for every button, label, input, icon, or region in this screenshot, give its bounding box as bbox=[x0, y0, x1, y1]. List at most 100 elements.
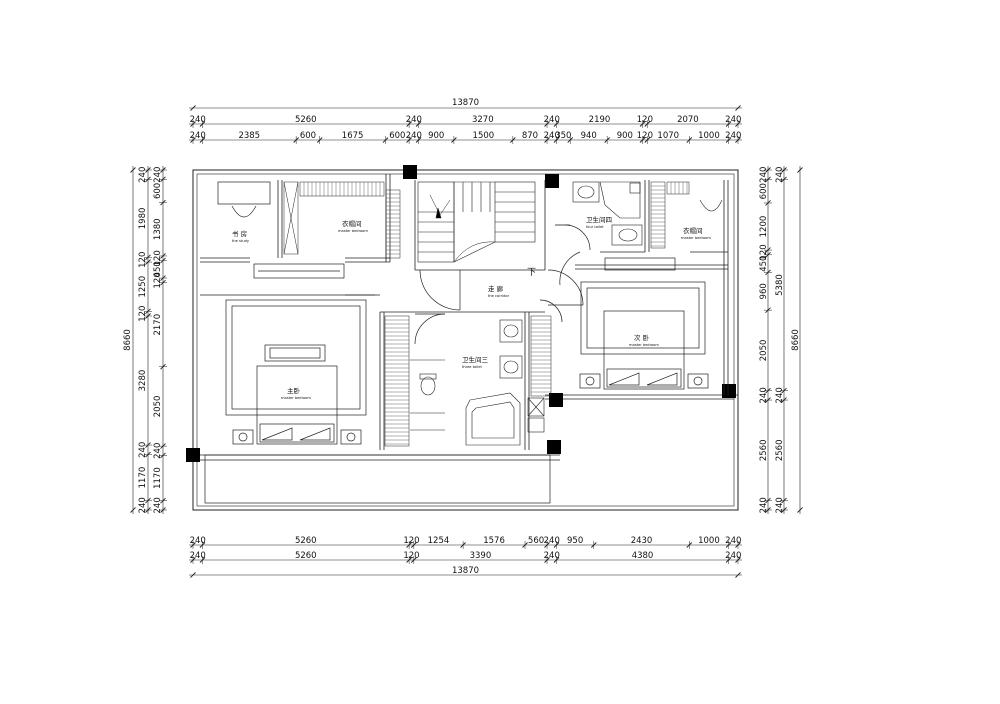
dimension-label: 240 bbox=[406, 115, 422, 125]
toilet-three-label: 卫生间三 bbox=[462, 355, 489, 364]
dimension-label: 120 bbox=[759, 244, 769, 260]
column bbox=[547, 440, 561, 454]
dimension-label: 560 bbox=[528, 536, 544, 546]
nightstand bbox=[687, 373, 709, 389]
dimension-label: 1500 bbox=[473, 131, 495, 141]
toilet-three-sublabel: three toilet bbox=[462, 365, 482, 369]
dimension-label: 240 bbox=[190, 536, 206, 546]
wardrobe bbox=[299, 181, 385, 197]
dimension-label: 1250 bbox=[138, 276, 148, 298]
master-bedroom-label: 主卧 bbox=[287, 386, 301, 395]
stair-down-label: 下 bbox=[527, 268, 536, 278]
dimension-label: 240 bbox=[190, 131, 206, 141]
bathroom-fixtures bbox=[410, 181, 723, 446]
tv-unit bbox=[253, 263, 345, 279]
dimension-label: 450 bbox=[759, 256, 769, 272]
dimension-label: 2170 bbox=[153, 314, 163, 336]
dimension-label: 2190 bbox=[589, 115, 611, 125]
dimension-label: 870 bbox=[522, 131, 538, 141]
study-label: 书 房 bbox=[232, 229, 247, 238]
toilet-four-label: 卫生间四 bbox=[586, 215, 612, 224]
bathtub bbox=[465, 392, 521, 446]
corridor-label: 走 廊 bbox=[488, 284, 504, 293]
dimension-label: 240 bbox=[544, 551, 560, 561]
dimension-label: 5380 bbox=[775, 274, 785, 296]
dimension-label: 240 bbox=[544, 115, 560, 125]
corridor-sublabel: the corridor bbox=[488, 294, 510, 298]
master-rug bbox=[225, 299, 367, 416]
interior-walls bbox=[200, 174, 729, 450]
wardrobe bbox=[385, 189, 401, 259]
dimension-label: 240 bbox=[190, 551, 206, 561]
dimension-label: 1200 bbox=[759, 216, 769, 238]
dim-tick bbox=[735, 105, 741, 111]
dimension-label: 1070 bbox=[657, 131, 679, 141]
dimension-label: 600 bbox=[759, 183, 769, 199]
dimension-total: 8660 bbox=[791, 329, 801, 351]
dimension-label: 240 bbox=[725, 115, 741, 125]
cloakroom-two-sublabel: master bedroom bbox=[681, 236, 711, 240]
dimension-label: 2430 bbox=[631, 536, 653, 546]
dimension-label: 240 bbox=[759, 497, 769, 513]
wardrobe bbox=[666, 181, 690, 195]
dimension-label: 2385 bbox=[238, 131, 260, 141]
dimension-label: 950 bbox=[567, 536, 583, 546]
dimension-label: 5260 bbox=[295, 536, 317, 546]
dimension-label: 240 bbox=[725, 551, 741, 561]
dimension-label: 1380 bbox=[153, 218, 163, 240]
wardrobe bbox=[650, 181, 666, 249]
dimension-total: 13870 bbox=[452, 566, 479, 576]
dimension-label: 450 bbox=[153, 261, 163, 277]
sink bbox=[499, 355, 523, 379]
dimension-label: 1576 bbox=[483, 536, 505, 546]
dimension-label: 600 bbox=[300, 131, 316, 141]
dimension-label: 2560 bbox=[775, 440, 785, 462]
dimension-label: 3390 bbox=[470, 551, 492, 561]
nightstand bbox=[232, 429, 254, 445]
toilet bbox=[618, 228, 638, 242]
sink bbox=[499, 319, 523, 343]
dimension-label: 240 bbox=[138, 442, 148, 458]
dim-tick bbox=[130, 167, 136, 173]
chair bbox=[231, 205, 257, 218]
dimension-label: 240 bbox=[775, 387, 785, 403]
dim-tick bbox=[797, 167, 803, 173]
study-sublabel: the study bbox=[232, 239, 250, 243]
dimension-label: 120 bbox=[153, 272, 163, 288]
dimension-label: 240 bbox=[725, 131, 741, 141]
column bbox=[545, 174, 559, 188]
dimension-label: 350 bbox=[555, 131, 571, 141]
dim-tick bbox=[797, 507, 803, 513]
dimension-label: 240 bbox=[153, 443, 163, 459]
master-bedroom-sublabel: master bedroom bbox=[281, 396, 311, 400]
dimension-label: 960 bbox=[759, 283, 769, 299]
dimension-label: 1170 bbox=[138, 467, 148, 489]
dim-tick bbox=[190, 105, 196, 111]
dimension-label: 1000 bbox=[698, 131, 720, 141]
second-bed bbox=[603, 310, 685, 390]
dimension-label: 4380 bbox=[632, 551, 654, 561]
toilet-area bbox=[611, 224, 643, 246]
dimension-label: 240 bbox=[759, 387, 769, 403]
furniture bbox=[217, 181, 709, 445]
dimension-label: 240 bbox=[153, 497, 163, 513]
toilet-icon bbox=[699, 199, 723, 212]
dimension-label: 240 bbox=[190, 115, 206, 125]
dimension-label: 120 bbox=[153, 250, 163, 266]
second-bedroom-sublabel: master bedroom bbox=[629, 343, 659, 347]
wardrobe bbox=[384, 315, 410, 447]
dimension-label: 5260 bbox=[295, 115, 317, 125]
room-labels: 书 房 the study 衣帽间 master bedroom 走 廊 the… bbox=[232, 215, 711, 400]
dimension-label: 120 bbox=[138, 306, 148, 322]
shower bbox=[599, 181, 641, 219]
dim-tick bbox=[130, 507, 136, 513]
dimension-label: 120 bbox=[138, 252, 148, 268]
dimension-label: 240 bbox=[775, 167, 785, 183]
dimension-label: 900 bbox=[617, 131, 633, 141]
stair-arrow-icon bbox=[435, 207, 442, 219]
dimension-lines bbox=[130, 105, 803, 578]
dimension-label: 240 bbox=[406, 131, 422, 141]
dim-tick bbox=[190, 572, 196, 578]
cloakroom-two-label: 衣帽间 bbox=[683, 226, 703, 235]
